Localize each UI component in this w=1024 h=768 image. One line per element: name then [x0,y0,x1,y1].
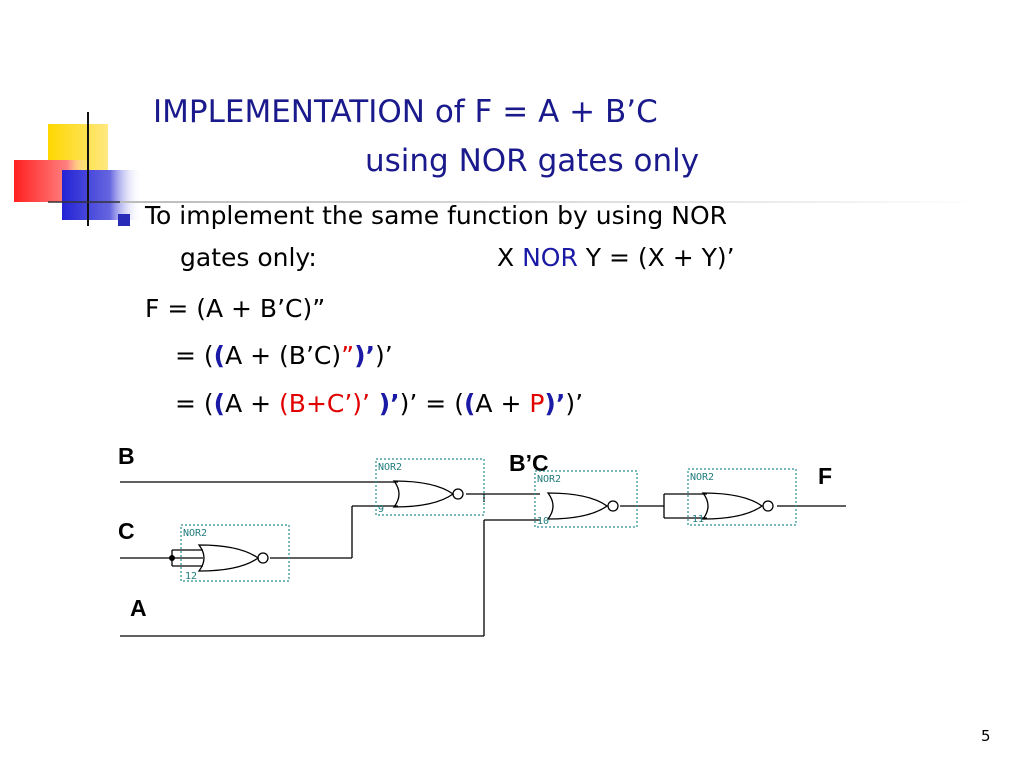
eq3-part: = ( [175,389,214,418]
gate-type-9: NOR2 [378,462,402,473]
circuit-wires [120,481,846,637]
gate-box-12 [180,524,290,582]
eq2-part: ( [213,341,226,370]
nor-gates [197,480,774,572]
eq3-part: A + [225,389,280,418]
title-underline [120,201,980,203]
output-label-f: F [818,463,832,489]
nor-rule-keyword: NOR [522,243,578,272]
eq3-part: ( [463,389,476,418]
gate-boxes [180,458,797,582]
slide-title-line2: using NOR gates only [365,143,700,179]
bullet-line2: gates only: [180,245,317,270]
nor-rule: X NOR Y = (X + Y)’ [497,245,735,270]
eq2-part: )’ [375,341,393,370]
gate-num-11: 11 [692,514,704,525]
eq3-part: ( [213,389,226,418]
eq3-part: (B+C’)’ [279,389,371,418]
gate-num-9: 9 [378,504,384,515]
gate-num-10: 10 [537,516,549,527]
input-label-b: B [118,443,135,469]
eq3-part: P [529,389,545,418]
gate-box-10 [534,470,638,528]
nor-gate-12 [197,544,269,572]
nor-gate-10 [546,492,619,520]
junction-dot [169,555,175,561]
equation-1: F = (A + B’C)” [145,294,326,323]
eq2-part: = ( [175,341,214,370]
eq2-part: A + (B’C) [225,341,342,370]
page-number: 5 [981,727,991,745]
gate-type-12: NOR2 [183,528,207,539]
eq3-part: )’ = ( [399,389,464,418]
nor-rule-x: X [497,243,515,272]
eq2-part: ” [341,341,355,370]
gate-type-10: NOR2 [537,474,561,485]
nor-gate-11 [701,492,774,520]
bullet-line2-prefix: gates only: [180,243,317,272]
eq2-part: )’ [354,341,375,370]
gate-box-11 [687,468,797,526]
bullet-marker [118,214,130,226]
slide-title-line1: IMPLEMENTATION of F = A + B’C [153,94,658,130]
input-label-c: C [118,518,135,544]
equation-3: = ((A + (B+C’)’ )’)’ = ((A + P)’)’ [175,391,583,416]
bullet-line1: To implement the same function by using … [145,201,727,230]
gate-num-12: 12 [185,571,197,582]
gate-box-9 [375,458,485,516]
nor-gate-9 [392,480,464,508]
input-label-a: A [130,595,147,621]
eq3-part: A + [475,389,530,418]
eq3-part: )’ [565,389,584,418]
equation-2: = ((A + (B’C)”)’)’ [175,343,393,368]
eq3-part: )’ [544,389,566,418]
gate-type-11: NOR2 [690,472,714,483]
corner-decoration [14,112,150,226]
nor-rule-rest: Y = (X + Y)’ [585,243,735,272]
deco-blue-bar [62,170,142,220]
eq3-part: )’ [370,389,400,418]
mid-label-bc: B’C [509,450,549,476]
